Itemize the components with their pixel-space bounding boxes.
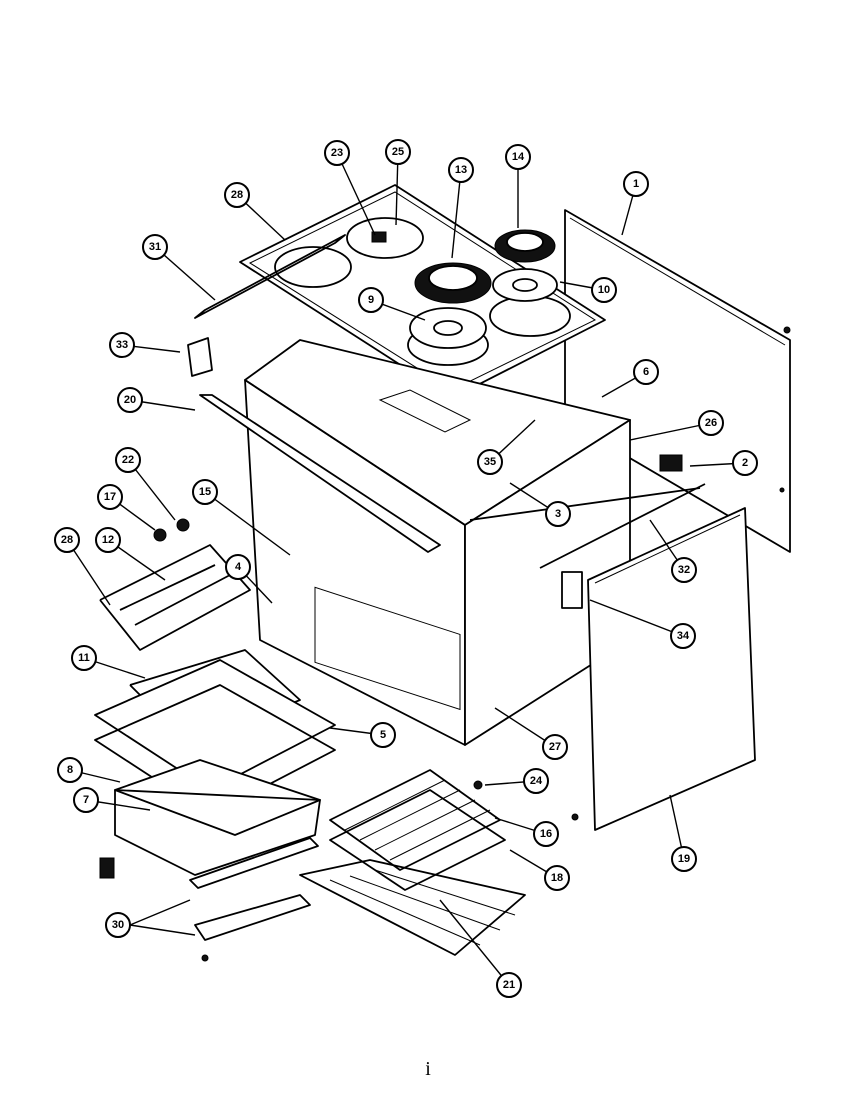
small-hardware: [99, 454, 683, 962]
callout-8: 8: [57, 757, 83, 783]
callout-23-label: 23: [331, 147, 343, 159]
callout-17: 17: [97, 484, 123, 510]
callout-23: 23: [324, 140, 350, 166]
callout-1: 1: [623, 171, 649, 197]
callout-14-label: 14: [512, 151, 525, 163]
callout-28-element: 28: [54, 527, 80, 553]
callout-31: 31: [142, 234, 168, 260]
callout-21: 21: [496, 972, 522, 998]
oven-door: [587, 507, 756, 831]
callout-7: 7: [73, 787, 99, 813]
callout-1-label: 1: [633, 178, 639, 190]
callout-2: 2: [732, 450, 758, 476]
callout-10: 10: [591, 277, 617, 303]
callout-24-label: 24: [530, 775, 543, 787]
callout-20: 20: [117, 387, 143, 413]
callout-33: 33: [109, 332, 135, 358]
callouts: 1 2 3 4 5 6 7 8 9 10 11 12 13 14 15 16 1…: [54, 139, 758, 998]
callout-4: 4: [225, 554, 251, 580]
callout-11: 11: [71, 645, 97, 671]
callout-28-cooktop: 28: [224, 182, 250, 208]
page-mark: i: [425, 1058, 431, 1080]
callout-5: 5: [370, 722, 396, 748]
callout-6-label: 6: [643, 366, 649, 378]
callout-25-label: 25: [392, 146, 404, 158]
callout-28-label: 28: [231, 189, 243, 201]
callout-26: 26: [698, 410, 724, 436]
callout-35: 35: [477, 449, 503, 475]
bake-element: [94, 544, 336, 816]
callout-19: 19: [671, 846, 697, 872]
bracket-trim: [187, 234, 346, 377]
callout-27: 27: [542, 734, 568, 760]
callout-21-label: 21: [503, 979, 515, 991]
callout-2-label: 2: [742, 457, 748, 469]
callout-6: 6: [633, 359, 659, 385]
door-handle: [561, 571, 583, 609]
oven-racks: [299, 769, 526, 956]
callout-7-label: 7: [83, 794, 89, 806]
callout-4-label: 4: [235, 561, 242, 573]
callout-5-label: 5: [380, 729, 386, 741]
callout-34-label: 34: [677, 630, 690, 642]
callout-19-label: 19: [678, 853, 690, 865]
callout-15-label: 15: [199, 486, 211, 498]
callout-24: 24: [523, 768, 549, 794]
callout-34: 34: [670, 623, 696, 649]
callout-16: 16: [533, 821, 559, 847]
callout-26-label: 26: [705, 417, 717, 429]
control-panel: [199, 394, 441, 553]
callout-14: 14: [505, 144, 531, 170]
callout-30: 30: [105, 912, 131, 938]
callout-10-label: 10: [598, 284, 610, 296]
callout-13: 13: [448, 157, 474, 183]
callout-8-label: 8: [67, 764, 73, 776]
callout-33-label: 33: [116, 339, 128, 351]
callout-11-label: 11: [78, 652, 90, 664]
callout-32-label: 32: [678, 564, 690, 576]
callout-16-label: 16: [540, 828, 552, 840]
callout-15: 15: [192, 479, 218, 505]
callout-32: 32: [671, 557, 697, 583]
callout-9: 9: [358, 287, 384, 313]
drawer-assembly: [114, 759, 321, 941]
callout-18: 18: [544, 865, 570, 891]
callout-18-label: 18: [551, 872, 563, 884]
callout-12: 12: [95, 527, 121, 553]
callout-20-label: 20: [124, 394, 136, 406]
callout-22: 22: [115, 447, 141, 473]
callout-27-label: 27: [549, 741, 561, 753]
callout-25: 25: [385, 139, 411, 165]
callout-9-label: 9: [368, 294, 374, 306]
burner-elements: [371, 229, 558, 349]
callout-3: 3: [545, 501, 571, 527]
callout-3-label: 3: [555, 508, 561, 520]
callout-17-label: 17: [104, 491, 116, 503]
callout-35-label: 35: [484, 456, 496, 468]
callout-28b-label: 28: [61, 534, 73, 546]
callout-30-label: 30: [112, 919, 124, 931]
callout-12-label: 12: [102, 534, 114, 546]
callout-22-label: 22: [122, 454, 134, 466]
callout-31-label: 31: [149, 241, 161, 253]
callout-13-label: 13: [455, 164, 467, 176]
